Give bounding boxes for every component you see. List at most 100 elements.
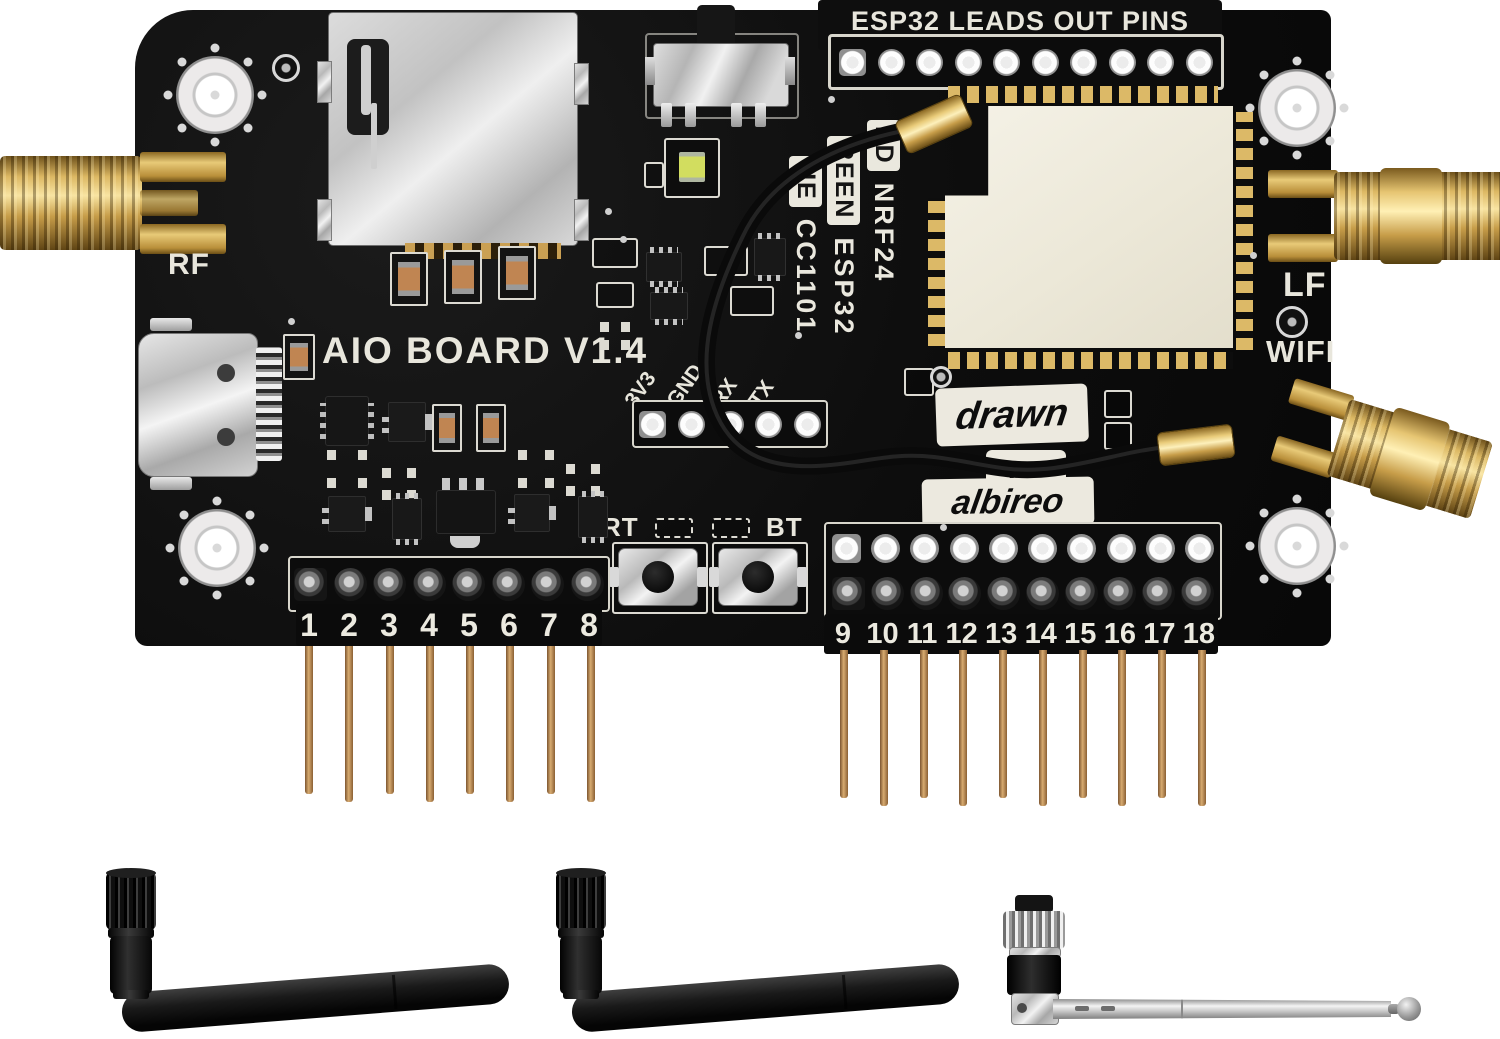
smd-capacitor bbox=[444, 250, 482, 304]
antenna-body bbox=[120, 962, 511, 1034]
led-color-word: REEN bbox=[827, 136, 860, 226]
solder-pin bbox=[570, 567, 604, 601]
header-pin bbox=[1078, 650, 1087, 799]
through-hole bbox=[1067, 534, 1097, 564]
smd-pads bbox=[600, 322, 630, 350]
solder-pin bbox=[1142, 577, 1176, 611]
esp32-leads-label: ESP32 LEADS OUT PINS bbox=[850, 6, 1190, 36]
through-hole bbox=[1145, 534, 1175, 564]
through-hole bbox=[1147, 48, 1175, 76]
smd-transistor bbox=[382, 402, 432, 442]
sma-leg bbox=[1268, 234, 1338, 262]
led-radio-name: NRF24 bbox=[869, 182, 899, 284]
smd-component bbox=[754, 233, 786, 281]
header-pin bbox=[1158, 650, 1167, 799]
led-radio-name: ESP32 bbox=[829, 237, 859, 337]
smd-component bbox=[646, 247, 682, 287]
esp32-module bbox=[945, 106, 1233, 348]
header-pin bbox=[305, 646, 313, 795]
rt-button bbox=[609, 548, 698, 606]
led-legend-entry: REEN ESP32 bbox=[827, 136, 860, 337]
silk-symbol bbox=[712, 518, 750, 538]
switch-leg bbox=[685, 103, 696, 127]
header-pin bbox=[425, 646, 434, 802]
lf-label: LF bbox=[1283, 266, 1327, 304]
credit-line-1: drawn bbox=[935, 383, 1089, 447]
silk-symbol bbox=[655, 518, 693, 538]
through-hole bbox=[1184, 534, 1214, 564]
module-pads-left bbox=[928, 198, 945, 346]
switch-tab bbox=[785, 57, 795, 85]
pin-number: 13 bbox=[985, 617, 1018, 650]
solder-pin bbox=[452, 567, 486, 601]
header-pin bbox=[466, 646, 475, 795]
header-pin bbox=[919, 650, 928, 799]
solder-pin bbox=[832, 577, 865, 611]
smd-component bbox=[730, 286, 774, 316]
pin-number: 14 bbox=[1024, 617, 1057, 650]
through-hole bbox=[1106, 534, 1136, 564]
pin-number: 12 bbox=[945, 617, 978, 650]
header-right bbox=[824, 522, 1222, 620]
antenna-shaft bbox=[110, 936, 152, 994]
smd-component bbox=[650, 287, 688, 325]
module-pads-right bbox=[1236, 112, 1253, 350]
header-pin bbox=[879, 650, 888, 806]
led-color-word: ED bbox=[867, 120, 900, 171]
telescopic-antenna bbox=[995, 895, 1435, 1035]
solder-pin bbox=[531, 567, 565, 601]
header-pin bbox=[345, 646, 354, 802]
antenna-shaft bbox=[560, 936, 602, 994]
via bbox=[605, 208, 612, 215]
smd-pads bbox=[566, 464, 600, 496]
via bbox=[620, 236, 627, 243]
through-hole bbox=[716, 410, 744, 438]
switch-leg bbox=[731, 103, 742, 127]
pin-number: 16 bbox=[1103, 617, 1136, 650]
header-pin bbox=[506, 646, 515, 802]
smd-transistor bbox=[508, 494, 556, 532]
pin-number: 3 bbox=[380, 606, 398, 643]
pin-number: 11 bbox=[906, 617, 938, 650]
through-hole bbox=[755, 410, 783, 438]
header-pin bbox=[586, 646, 595, 802]
switch-leg bbox=[661, 103, 672, 127]
antenna-black-body bbox=[1007, 955, 1061, 995]
through-hole bbox=[1185, 48, 1213, 76]
usb-c-pins bbox=[256, 347, 282, 461]
through-hole bbox=[1031, 48, 1059, 76]
rubber-duck-antenna-1 bbox=[100, 868, 520, 1035]
smd-capacitor bbox=[390, 252, 428, 306]
via bbox=[288, 318, 295, 325]
smd-component bbox=[596, 282, 634, 308]
pin-number: 17 bbox=[1143, 617, 1176, 650]
test-point bbox=[272, 54, 300, 82]
pin-number: 8 bbox=[580, 606, 598, 643]
power-slide-switch bbox=[645, 5, 799, 130]
header-pin bbox=[999, 650, 1008, 799]
smd-component bbox=[592, 238, 638, 268]
antenna-sma-nut bbox=[106, 868, 156, 930]
led-die bbox=[679, 152, 705, 182]
antenna-body bbox=[570, 962, 961, 1034]
antenna-sma-nut bbox=[556, 868, 606, 930]
test-point bbox=[1276, 306, 1308, 338]
through-hole bbox=[1108, 48, 1136, 76]
switch-body bbox=[653, 43, 789, 107]
usb-shell-tab bbox=[150, 477, 192, 490]
module-pads-bottom bbox=[948, 352, 1233, 369]
antenna-cap bbox=[1015, 895, 1053, 913]
header-pin bbox=[1197, 650, 1206, 806]
smd-component bbox=[1104, 390, 1132, 418]
bt-button bbox=[709, 548, 798, 606]
through-hole bbox=[993, 48, 1021, 76]
solder-pin bbox=[491, 567, 525, 601]
rf-label: RF bbox=[168, 248, 210, 281]
pin-number: 18 bbox=[1182, 617, 1216, 650]
via bbox=[1250, 252, 1257, 259]
led-radio-name: CC1101 bbox=[791, 218, 821, 335]
through-hole bbox=[1070, 48, 1098, 76]
sd-leg bbox=[574, 199, 589, 241]
